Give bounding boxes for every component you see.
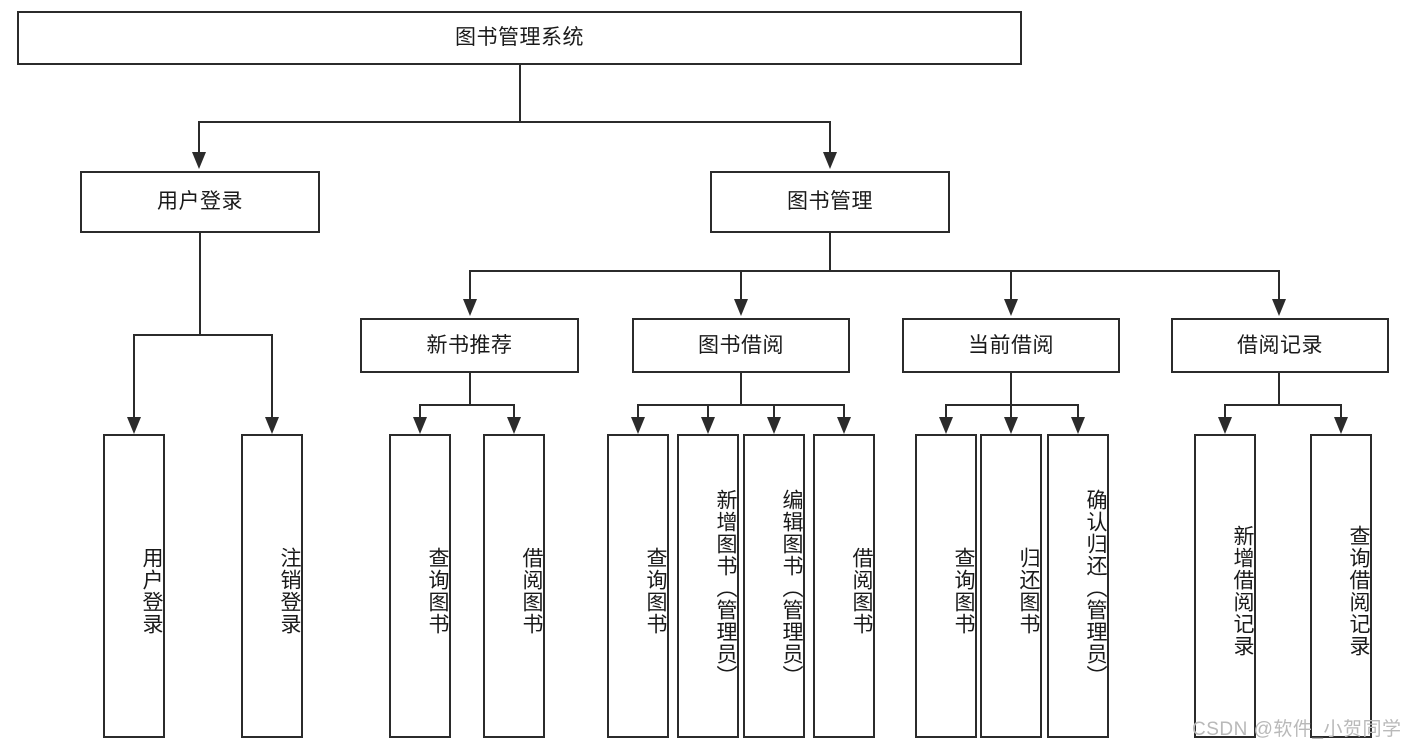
connector-root-to-book-management xyxy=(829,121,831,153)
connector-bb-to-leaf-3 xyxy=(773,404,775,418)
connector-bb-to-leaf-1 xyxy=(637,404,639,418)
leaf-add-borrow-record[interactable]: 新增借阅记录 xyxy=(1194,434,1256,738)
arrow-br-to-leaf-2 xyxy=(1334,417,1348,434)
connector-br-bus xyxy=(1224,404,1341,406)
node-new-book-recommend[interactable]: 新书推荐 xyxy=(360,318,579,373)
connector-user-login-to-leaf-1 xyxy=(133,334,135,418)
connector-root-bus xyxy=(198,121,830,123)
leaf-edit-book-admin[interactable]: 编辑图书（管理员） xyxy=(743,434,805,738)
connector-book-management-stem xyxy=(829,233,831,271)
arrow-bb-to-leaf-2 xyxy=(701,417,715,434)
connector-bb-to-leaf-2 xyxy=(707,404,709,418)
connector-nbr-to-leaf-1 xyxy=(419,404,421,418)
node-book-management[interactable]: 图书管理 xyxy=(710,171,950,233)
arrow-root-to-book-management xyxy=(823,152,837,169)
connector-bm-to-new-book xyxy=(469,270,471,300)
connector-bb-bus xyxy=(637,404,844,406)
arrow-root-to-user-login xyxy=(192,152,206,169)
leaf-query-borrow-record[interactable]: 查询借阅记录 xyxy=(1310,434,1372,738)
connector-br-to-leaf-1 xyxy=(1224,404,1226,418)
connector-root-to-user-login xyxy=(198,121,200,153)
arrow-bm-to-book-borrow xyxy=(734,299,748,316)
leaf-query-book-current[interactable]: 查询图书 xyxy=(915,434,977,738)
connector-nbr-bus xyxy=(419,404,514,406)
leaf-add-book-admin[interactable]: 新增图书（管理员） xyxy=(677,434,739,738)
connector-br-stem xyxy=(1278,373,1280,405)
arrow-user-login-to-leaf-2 xyxy=(265,417,279,434)
connector-cb-to-leaf-1 xyxy=(945,404,947,418)
leaf-return-book[interactable]: 归还图书 xyxy=(980,434,1042,738)
connector-br-to-leaf-2 xyxy=(1340,404,1342,418)
watermark-text: CSDN @软件_小贺同学 xyxy=(1192,719,1402,740)
arrow-bb-to-leaf-3 xyxy=(767,417,781,434)
connector-cb-stem xyxy=(1010,373,1012,405)
connector-bm-to-book-borrow xyxy=(740,270,742,300)
arrow-bb-to-leaf-4 xyxy=(837,417,851,434)
arrow-nbr-to-leaf-1 xyxy=(413,417,427,434)
leaf-confirm-return-admin[interactable]: 确认归还（管理员） xyxy=(1047,434,1109,738)
connector-bb-stem xyxy=(740,373,742,405)
connector-bb-to-leaf-4 xyxy=(843,404,845,418)
connector-cb-to-leaf-3 xyxy=(1077,404,1079,418)
arrow-br-to-leaf-1 xyxy=(1218,417,1232,434)
arrow-bm-to-new-book xyxy=(463,299,477,316)
node-user-login[interactable]: 用户登录 xyxy=(80,171,320,233)
connector-cb-to-leaf-2 xyxy=(1010,404,1012,418)
arrow-bm-to-borrow-record xyxy=(1272,299,1286,316)
connector-bm-to-borrow-record xyxy=(1278,270,1280,300)
connector-bm-to-current-borrow xyxy=(1010,270,1012,300)
leaf-user-logout[interactable]: 注销登录 xyxy=(241,434,303,738)
arrow-bm-to-current-borrow xyxy=(1004,299,1018,316)
leaf-query-book-recommend[interactable]: 查询图书 xyxy=(389,434,451,738)
connector-cb-bus xyxy=(945,404,1079,406)
arrow-nbr-to-leaf-2 xyxy=(507,417,521,434)
arrow-user-login-to-leaf-1 xyxy=(127,417,141,434)
node-borrow-record[interactable]: 借阅记录 xyxy=(1171,318,1389,373)
arrow-bb-to-leaf-1 xyxy=(631,417,645,434)
leaf-query-book-borrow[interactable]: 查询图书 xyxy=(607,434,669,738)
connector-nbr-to-leaf-2 xyxy=(513,404,515,418)
arrow-cb-to-leaf-1 xyxy=(939,417,953,434)
leaf-user-login[interactable]: 用户登录 xyxy=(103,434,165,738)
arrow-cb-to-leaf-3 xyxy=(1071,417,1085,434)
connector-root-stem xyxy=(519,65,521,122)
leaf-borrow-book[interactable]: 借阅图书 xyxy=(813,434,875,738)
node-book-borrow[interactable]: 图书借阅 xyxy=(632,318,850,373)
connector-user-login-bus xyxy=(133,334,272,336)
node-root-book-management-system[interactable]: 图书管理系统 xyxy=(17,11,1022,65)
connector-user-login-stem xyxy=(199,233,201,335)
leaf-borrow-book-recommend[interactable]: 借阅图书 xyxy=(483,434,545,738)
connector-user-login-to-leaf-2 xyxy=(271,334,273,418)
connector-book-management-bus xyxy=(469,270,1279,272)
connector-nbr-stem xyxy=(469,373,471,405)
node-current-borrow[interactable]: 当前借阅 xyxy=(902,318,1120,373)
arrow-cb-to-leaf-2 xyxy=(1004,417,1018,434)
